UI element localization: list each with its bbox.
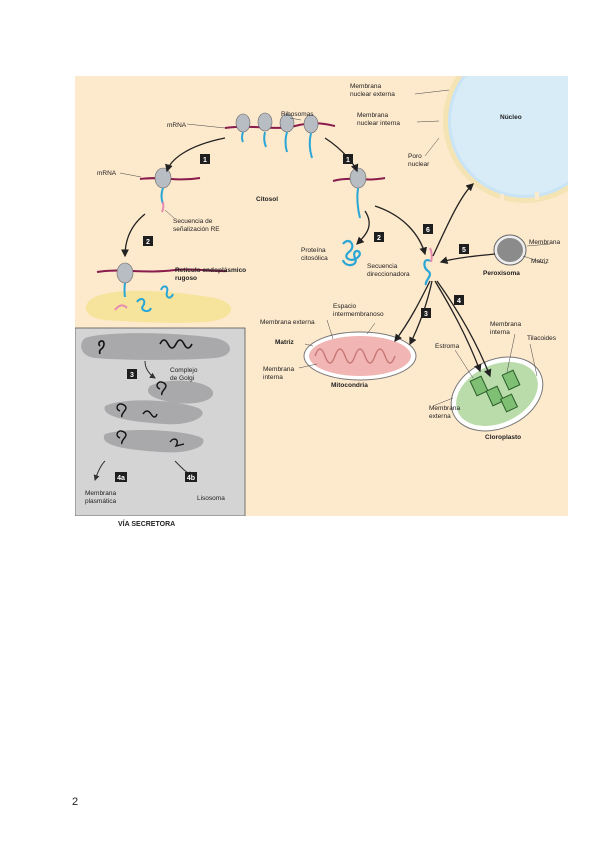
label-tilacoides: Tilacoides (527, 335, 557, 342)
peroxisome (493, 234, 527, 266)
targeting-protein (423, 247, 433, 286)
label-membrana-interna-mito-1: Membrana (263, 366, 294, 373)
label-nucleo: Núcleo (500, 114, 522, 121)
label-membrana-plasmatica-2: plasmática (85, 498, 116, 505)
label-secuencia-senalizacion-2: señalización RE (173, 226, 220, 233)
label-cloroplasto: Cloroplasto (485, 434, 521, 441)
mitochondrion (303, 331, 417, 381)
label-membrana-interna-cloro-1: Membrana (490, 321, 521, 328)
protein-sorting-diagram: 1 1 2 2 3 3 4 4a 4b 5 6 Membrana nuclear… (74, 39, 600, 517)
rough-er (85, 262, 232, 323)
step-2-right: 2 (377, 235, 381, 242)
label-secuencia-senalizacion-1: Secuencia de (173, 218, 213, 225)
step-5: 5 (462, 247, 466, 254)
label-peroxisoma: Peroxisoma (483, 270, 520, 277)
flow-arrows (121, 137, 496, 378)
ribosome-er-targeting (139, 167, 201, 213)
step-3-golgi: 3 (130, 372, 134, 379)
label-membrana-nuclear-interna-1: Membrana (357, 112, 388, 119)
secretory-pathway-caption: VÍA SECRETORA (118, 521, 176, 528)
step-6: 6 (426, 227, 430, 234)
label-leader-lines (119, 89, 551, 407)
label-complejo-golgi-1: Complejo (170, 367, 198, 374)
label-mrna-top: mRNA (167, 122, 187, 129)
label-membrana-externa-cloro-1: Membrana (429, 405, 460, 412)
step-boxes: 1 1 2 2 3 3 4 4a 4b 5 6 (115, 154, 469, 482)
label-espacio-intermembranoso-2: intermembranoso (333, 311, 384, 318)
labels: Membrana nuclear externa Membrana nuclea… (85, 83, 560, 505)
label-membrana-interna-mito-2: interna (263, 374, 283, 381)
label-membrana-externa-cloro-2: externa (429, 413, 451, 420)
label-membrana-externa-mito: Membrana externa (260, 319, 315, 326)
label-membrana-interna-cloro-2: interna (490, 329, 510, 336)
step-2-left: 2 (146, 239, 150, 246)
label-membrana-peroxisoma: Membrana (529, 239, 560, 246)
page-number: 2 (72, 796, 79, 808)
step-4: 4 (457, 298, 461, 305)
label-matriz-mito: Matriz (275, 339, 295, 346)
label-reticulo-1: Retículo endoplásmico (175, 267, 246, 274)
label-poro-nuclear-2: nuclear (408, 161, 430, 168)
ribosome-free (332, 167, 386, 219)
label-complejo-golgi-2: de Golgi (170, 375, 194, 382)
polysome (224, 112, 336, 159)
chloroplast (450, 356, 544, 432)
label-ribosomas: Ribosomas (281, 111, 314, 118)
label-espacio-intermembranoso-1: Espacio (333, 303, 357, 310)
cytosolic-protein (341, 239, 361, 267)
label-secuencia-direccionadora-2: direccionadora (367, 271, 410, 278)
label-mitocondria: Mitocondria (331, 382, 368, 389)
label-mrna-left: mRNA (97, 170, 117, 177)
secretory-pathway-panel (74, 327, 246, 517)
label-lisosoma: Lisosoma (197, 495, 225, 502)
label-membrana-nuclear-externa-1: Membrana (350, 83, 381, 90)
step-4b: 4b (187, 475, 195, 482)
label-poro-nuclear-1: Poro (408, 153, 422, 160)
label-citosol: Citosol (256, 196, 278, 203)
label-proteina-citosolica-2: citosólica (301, 255, 328, 262)
label-membrana-nuclear-externa-2: nuclear externa (350, 91, 395, 98)
label-proteina-citosolica-1: Proteína (301, 247, 326, 254)
label-membrana-plasmatica-1: Membrana (85, 490, 116, 497)
step-3-mito: 3 (424, 311, 428, 318)
label-reticulo-2: rugoso (175, 275, 197, 282)
label-estroma: Estroma (435, 343, 460, 350)
step-1-right: 1 (346, 157, 350, 164)
label-matriz-peroxisoma: Matriz (531, 258, 549, 265)
step-1-left: 1 (203, 157, 207, 164)
label-membrana-nuclear-interna-2: nuclear interna (357, 120, 400, 127)
step-4a: 4a (117, 475, 125, 482)
label-secuencia-direccionadora-1: Secuencia (367, 263, 398, 270)
nucleus (434, 39, 600, 203)
